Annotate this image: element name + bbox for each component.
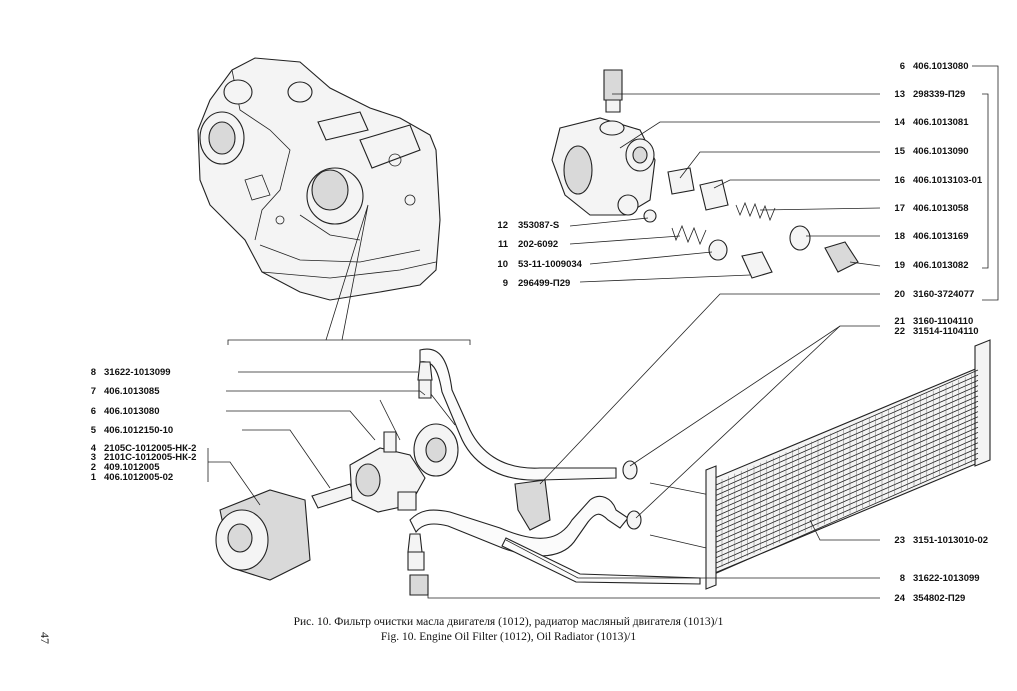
callout-part-code: 53-11-1009034 xyxy=(518,259,582,270)
radiator-fins xyxy=(715,369,979,574)
callout-part-code: 31514-1104110 xyxy=(913,326,979,337)
radiator-fin-line xyxy=(715,395,979,512)
radiator-fin-line xyxy=(715,369,979,486)
callout-part-code: 406.1013169 xyxy=(913,231,969,242)
callout-number: 11 xyxy=(497,239,508,250)
callout-number: 7 xyxy=(90,386,96,397)
callout-number: 9 xyxy=(502,278,508,289)
callout-number: 3 xyxy=(90,452,96,463)
callout-number: 15 xyxy=(894,146,905,157)
leader-lines xyxy=(207,65,999,599)
callout-number: 1 xyxy=(90,472,96,483)
callout-part-code: 3160-1104110 xyxy=(913,316,974,327)
detail-bracket xyxy=(227,339,471,345)
callout-part-code: 406.1013080 xyxy=(104,406,160,417)
radiator-fin-line xyxy=(715,447,979,564)
callout-number: 18 xyxy=(894,231,905,242)
callout-number: 8 xyxy=(90,367,96,378)
callout-part-code: 298339-П29 xyxy=(913,89,966,100)
radiator-fin-line xyxy=(715,390,979,507)
engine-block-illustration xyxy=(197,57,441,301)
callout-part-code: 31622-1013099 xyxy=(913,573,980,584)
callout-number: 13 xyxy=(894,89,905,100)
callout-number: 4 xyxy=(90,443,96,454)
callout-number: 5 xyxy=(90,425,96,436)
callout-part-code: 406.1012150-10 xyxy=(104,425,174,436)
radiator-fin-line xyxy=(715,416,979,533)
callout-part-code: 2101C-1012005-НК-2 xyxy=(104,452,197,463)
callout-part-code: 354802-П29 xyxy=(913,593,966,604)
callout-part-code: 202-6092 xyxy=(518,239,559,250)
callout-part-code: 353087-S xyxy=(518,220,560,231)
callout-part-code: 406.1013090 xyxy=(913,146,969,157)
callout-number: 23 xyxy=(894,535,905,546)
callout-part-code: 3160-3724077 xyxy=(913,289,975,300)
callout-number: 24 xyxy=(894,593,905,604)
valve-housing-assembly xyxy=(551,69,859,279)
engine-pointer-lines xyxy=(325,204,369,341)
callout-number: 20 xyxy=(894,289,905,300)
callout-part-code: 406.1013080 xyxy=(913,61,969,72)
radiator-fin-line xyxy=(715,458,979,574)
callout-number: 8 xyxy=(899,573,905,584)
radiator-fin-line xyxy=(715,400,979,517)
radiator-fin-line xyxy=(715,432,979,548)
callout-number: 12 xyxy=(497,220,508,231)
callout-number: 10 xyxy=(497,259,508,270)
radiator-fin-line xyxy=(715,442,979,559)
radiator-fin-line xyxy=(715,380,979,496)
radiator-fin-line xyxy=(715,452,979,569)
radiator-fin-line xyxy=(715,437,979,553)
callout-number: 14 xyxy=(894,117,905,128)
callout-part-code: 3151-1013010-02 xyxy=(913,535,989,546)
callout-part-code: 296499-П29 xyxy=(518,278,571,289)
callout-number: 21 xyxy=(894,316,905,327)
oil-radiator xyxy=(705,339,991,590)
callout-number: 17 xyxy=(894,203,905,214)
callout-part-code: 406.1013082 xyxy=(913,260,969,271)
callout-part-code: 406.1013085 xyxy=(104,386,160,397)
callout-part-code: 409.1012005 xyxy=(104,462,160,473)
callout-number: 6 xyxy=(899,61,905,72)
radiator-fin-line xyxy=(715,421,979,538)
radiator-fin-line xyxy=(715,411,979,527)
radiator-fin-line xyxy=(715,406,979,522)
callout-part-code: 406.1013058 xyxy=(913,203,969,214)
callout-part-code: 406.1013081 xyxy=(913,117,969,128)
caption-ru: Рис. 10. Фильтр очистки масла двигателя … xyxy=(293,616,724,628)
callout-number: 19 xyxy=(894,260,905,271)
callout-number: 6 xyxy=(90,406,96,417)
callout-number: 16 xyxy=(894,175,905,186)
callout-part-code: 406.1013103-01 xyxy=(913,175,983,186)
callout-part-code: 406.1012005-02 xyxy=(104,472,174,483)
radiator-fin-line xyxy=(715,426,979,543)
callout-part-code: 31622-1013099 xyxy=(104,367,171,378)
callout-number: 22 xyxy=(894,326,905,337)
page-number: 47 xyxy=(38,632,52,644)
oil-hoses xyxy=(407,348,716,596)
filter-assembly xyxy=(215,379,459,581)
callout-part-code: 2105C-1012005-НК-2 xyxy=(104,443,197,454)
radiator-fin-line xyxy=(715,385,979,501)
radiator-fin-line xyxy=(715,374,979,491)
caption-en: Fig. 10. Engine Oil Filter (1012), Oil R… xyxy=(380,631,637,643)
callout-number: 2 xyxy=(90,462,96,473)
